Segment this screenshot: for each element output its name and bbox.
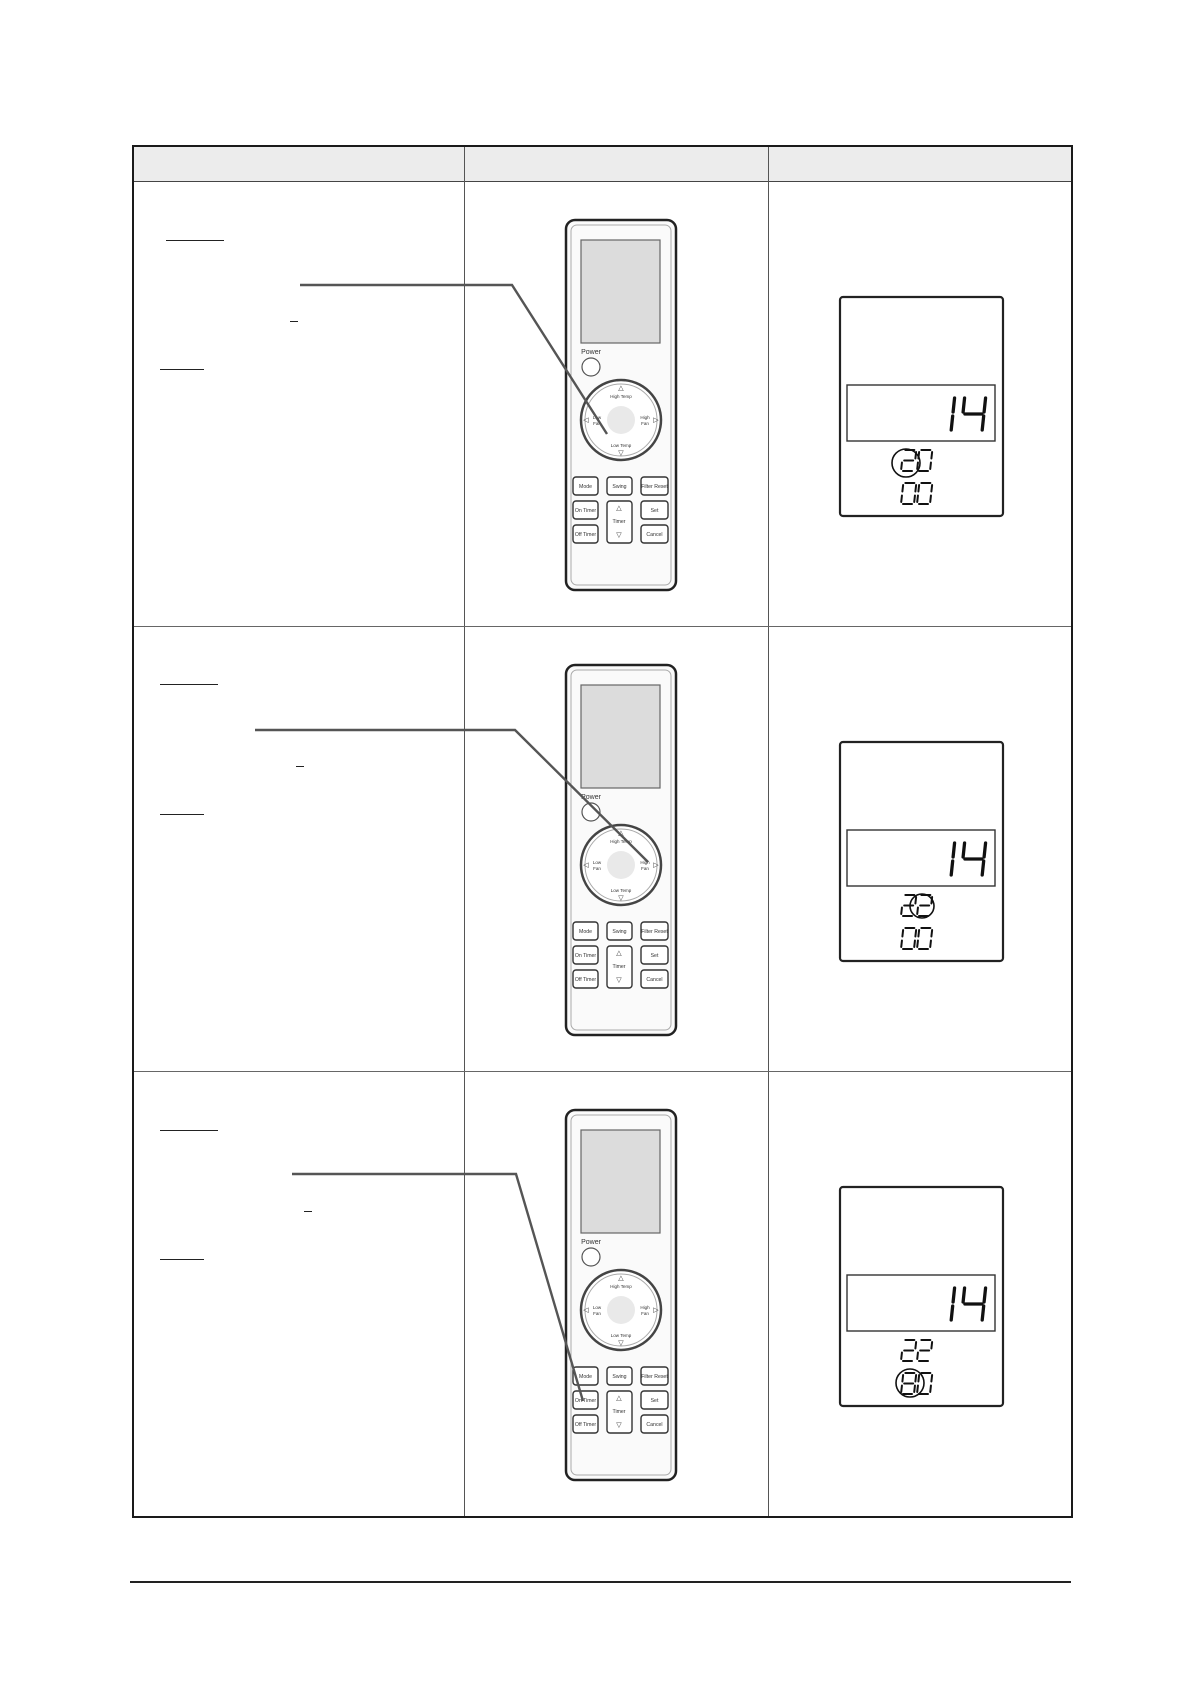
description-mark [160, 1130, 218, 1131]
description-mark [296, 766, 304, 767]
description-mark [290, 321, 298, 322]
procedure-table [132, 145, 1073, 1518]
column-divider-1 [464, 147, 465, 1516]
table-header-row [134, 147, 1071, 182]
column-divider-2 [768, 147, 769, 1516]
description-mark [160, 814, 204, 815]
description-mark [304, 1211, 312, 1212]
row-divider-2 [134, 1071, 1071, 1072]
description-mark [160, 1259, 204, 1260]
description-mark [160, 684, 218, 685]
footer-rule [130, 1581, 1071, 1583]
description-mark [166, 240, 224, 241]
row-divider-1 [134, 626, 1071, 627]
description-mark [160, 369, 204, 370]
